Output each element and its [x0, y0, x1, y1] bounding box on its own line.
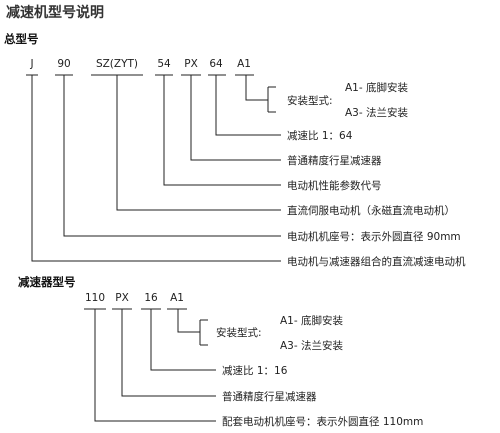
- reducer-install-a1: A1- 底脚安装: [280, 314, 343, 327]
- reducer-install-a3: A3- 法兰安装: [280, 339, 343, 352]
- code-j: J: [29, 58, 33, 70]
- general-reducer: 普通精度行星减速器: [287, 154, 382, 167]
- general-servo: 直流伺服电动机（永磁直流电动机）: [287, 204, 455, 217]
- general-leaders: [31, 75, 281, 262]
- reducer-code-16: 16: [144, 292, 158, 304]
- reducer-code-px: PX: [115, 292, 129, 304]
- reducer-ratio: 减速比 1：16: [222, 364, 288, 377]
- general-model-heading: 总型号: [4, 32, 39, 46]
- general-ratio: 减速比 1：64: [287, 129, 353, 142]
- reducer-model-heading: 减速器型号: [18, 275, 76, 289]
- reducer-install-label: 安装型式:: [216, 326, 262, 339]
- general-frame: 电动机机座号：表示外圆直径 90mm: [287, 230, 461, 243]
- reducer-desc: 普通精度行星减速器: [222, 390, 317, 403]
- reducer-leaders: [94, 309, 216, 422]
- code-a1: A1: [237, 58, 251, 70]
- code-90: 90: [57, 58, 70, 70]
- general-install-a3: A3- 法兰安装: [345, 106, 408, 119]
- code-sz: SZ(ZYT): [96, 58, 138, 70]
- general-install-a1: A1- 底脚安装: [345, 81, 408, 94]
- general-install-label: 安装型式:: [287, 94, 333, 107]
- reducer-code-110: 110: [85, 292, 105, 304]
- general-combo: 电动机与减速器组合的直流减速电动机: [287, 255, 466, 268]
- code-54: 54: [157, 58, 171, 70]
- code-64: 64: [209, 58, 223, 70]
- reducer-code-a1: A1: [170, 292, 184, 304]
- diagram-title: 减速机型号说明: [6, 4, 104, 21]
- reducer-frame: 配套电动机机座号：表示外圆直径 110mm: [222, 415, 423, 428]
- general-perf-code: 电动机性能参数代号: [287, 179, 382, 192]
- code-px: PX: [184, 58, 198, 70]
